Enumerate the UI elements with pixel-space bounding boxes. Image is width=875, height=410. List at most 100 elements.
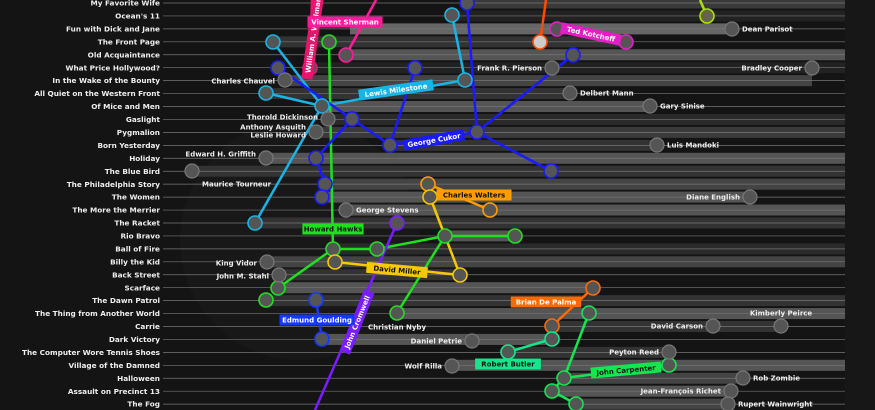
film-title[interactable]: Carrie: [135, 322, 160, 331]
director-label[interactable]: Brian De Palma: [510, 296, 582, 308]
director-label[interactable]: David Miller: [366, 261, 428, 279]
person-photo-node[interactable]: [661, 357, 677, 373]
film-title[interactable]: The Thing from Another World: [35, 309, 160, 318]
film-title[interactable]: In the Wake of the Bounty: [52, 76, 160, 85]
person-photo-node[interactable]: [444, 7, 460, 23]
director-label[interactable]: Charles Walters: [436, 189, 512, 201]
person-photo-node[interactable]: [699, 8, 715, 24]
film-title[interactable]: Born Yesterday: [97, 141, 160, 150]
film-title[interactable]: Back Street: [112, 270, 160, 279]
person-photo-node[interactable]: [444, 358, 460, 374]
person-photo-node[interactable]: [184, 163, 200, 179]
person-photo-node[interactable]: [742, 189, 758, 205]
person-photo-node[interactable]: [661, 344, 677, 360]
director-label[interactable]: Vincent Sherman: [307, 16, 383, 28]
person-photo-node[interactable]: [543, 163, 559, 179]
film-title[interactable]: Ball of Fire: [115, 244, 160, 253]
person-photo-node[interactable]: [723, 383, 739, 399]
film-title[interactable]: Halloween: [117, 374, 160, 383]
person-photo-node[interactable]: [720, 396, 736, 410]
film-title[interactable]: All Quiet on the Western Front: [34, 89, 160, 98]
director-label[interactable]: John Carpenter: [590, 361, 662, 379]
person-photo-node[interactable]: [389, 305, 405, 321]
person-photo-node[interactable]: [258, 85, 274, 101]
film-title[interactable]: My Favorite Wife: [90, 0, 160, 8]
person-photo-node[interactable]: [459, 0, 475, 11]
person-photo-node[interactable]: [649, 137, 665, 153]
person-photo-node[interactable]: [422, 189, 438, 205]
person-photo-node[interactable]: [562, 85, 578, 101]
film-title[interactable]: Billy the Kid: [110, 257, 160, 266]
person-photo-node[interactable]: [420, 176, 436, 192]
film-title[interactable]: Scarface: [125, 283, 161, 292]
film-title[interactable]: What Price Hollywood?: [65, 63, 160, 72]
film-title[interactable]: Ocean's 11: [115, 12, 160, 21]
film-title[interactable]: Holiday: [129, 154, 160, 163]
person-photo-node[interactable]: [344, 111, 360, 127]
film-title[interactable]: Pygmalion: [117, 128, 160, 137]
person-photo-node[interactable]: [314, 331, 330, 347]
director-label[interactable]: Robert Butler: [475, 358, 541, 370]
person-photo-node[interactable]: [773, 318, 789, 334]
person-photo-node[interactable]: [544, 383, 560, 399]
person-photo-node[interactable]: [735, 370, 751, 386]
person-photo-node[interactable]: [270, 280, 286, 296]
film-title[interactable]: Dark Victory: [109, 335, 160, 344]
person-photo-node[interactable]: [247, 215, 263, 231]
person-photo-node[interactable]: [338, 47, 354, 63]
person-photo-node[interactable]: [389, 215, 405, 231]
person-photo-node[interactable]: [382, 137, 398, 153]
film-title[interactable]: Of Mice and Men: [91, 102, 160, 111]
person-photo-node[interactable]: [320, 111, 336, 127]
person-photo-node[interactable]: [500, 344, 516, 360]
person-photo-node[interactable]: [568, 396, 584, 410]
person-photo-node[interactable]: [544, 60, 560, 76]
person-photo-node[interactable]: [314, 189, 330, 205]
film-title[interactable]: The Racket: [114, 219, 160, 228]
film-title[interactable]: Village of the Damned: [68, 361, 160, 370]
person-photo-node[interactable]: [277, 72, 293, 88]
film-title[interactable]: Fun with Dick and Jane: [66, 24, 160, 33]
film-title[interactable]: Assault on Precinct 13: [68, 387, 160, 396]
person-photo-node[interactable]: [469, 124, 485, 140]
person-photo-node[interactable]: [308, 150, 324, 166]
person-photo-node[interactable]: [544, 318, 560, 334]
person-photo-node[interactable]: [532, 34, 548, 50]
person-photo-node[interactable]: [556, 370, 572, 386]
person-photo-node[interactable]: [259, 254, 275, 270]
person-photo-node[interactable]: [321, 34, 337, 50]
person-photo-node[interactable]: [482, 202, 498, 218]
person-photo-node[interactable]: [452, 267, 468, 283]
person-photo-node[interactable]: [642, 98, 658, 114]
film-title[interactable]: Gaslight: [126, 115, 161, 124]
person-photo-node[interactable]: [338, 202, 354, 218]
film-title[interactable]: The Front Page: [98, 37, 160, 46]
person-photo-node[interactable]: [581, 305, 597, 321]
person-photo-node[interactable]: [369, 241, 385, 257]
film-title[interactable]: The Philadelphia Story: [67, 180, 161, 189]
director-label[interactable]: Howard Hawks: [302, 223, 364, 235]
person-photo-node[interactable]: [705, 318, 721, 334]
film-title[interactable]: Old Acquaintance: [88, 50, 160, 59]
film-title[interactable]: The Blue Bird: [105, 167, 160, 176]
person-photo-node[interactable]: [308, 124, 324, 140]
person-photo-node[interactable]: [325, 241, 341, 257]
person-photo-node[interactable]: [457, 72, 473, 88]
director-label[interactable]: Edmund Goulding: [279, 314, 355, 326]
person-photo-node[interactable]: [407, 60, 423, 76]
person-photo-node[interactable]: [464, 333, 480, 349]
person-photo-node[interactable]: [585, 280, 601, 296]
person-photo-node[interactable]: [565, 47, 581, 63]
film-title[interactable]: The Fog: [127, 400, 160, 409]
person-photo-node[interactable]: [544, 331, 560, 347]
film-title[interactable]: The More the Merrier: [72, 206, 160, 215]
film-title[interactable]: The Women: [112, 193, 160, 202]
person-photo-node[interactable]: [308, 292, 324, 308]
person-photo-node[interactable]: [270, 60, 286, 76]
person-photo-node[interactable]: [317, 176, 333, 192]
film-title[interactable]: The Dawn Patrol: [92, 296, 160, 305]
person-photo-node[interactable]: [258, 150, 274, 166]
person-photo-node[interactable]: [265, 34, 281, 50]
person-photo-node[interactable]: [507, 228, 523, 244]
person-photo-node[interactable]: [314, 98, 330, 114]
